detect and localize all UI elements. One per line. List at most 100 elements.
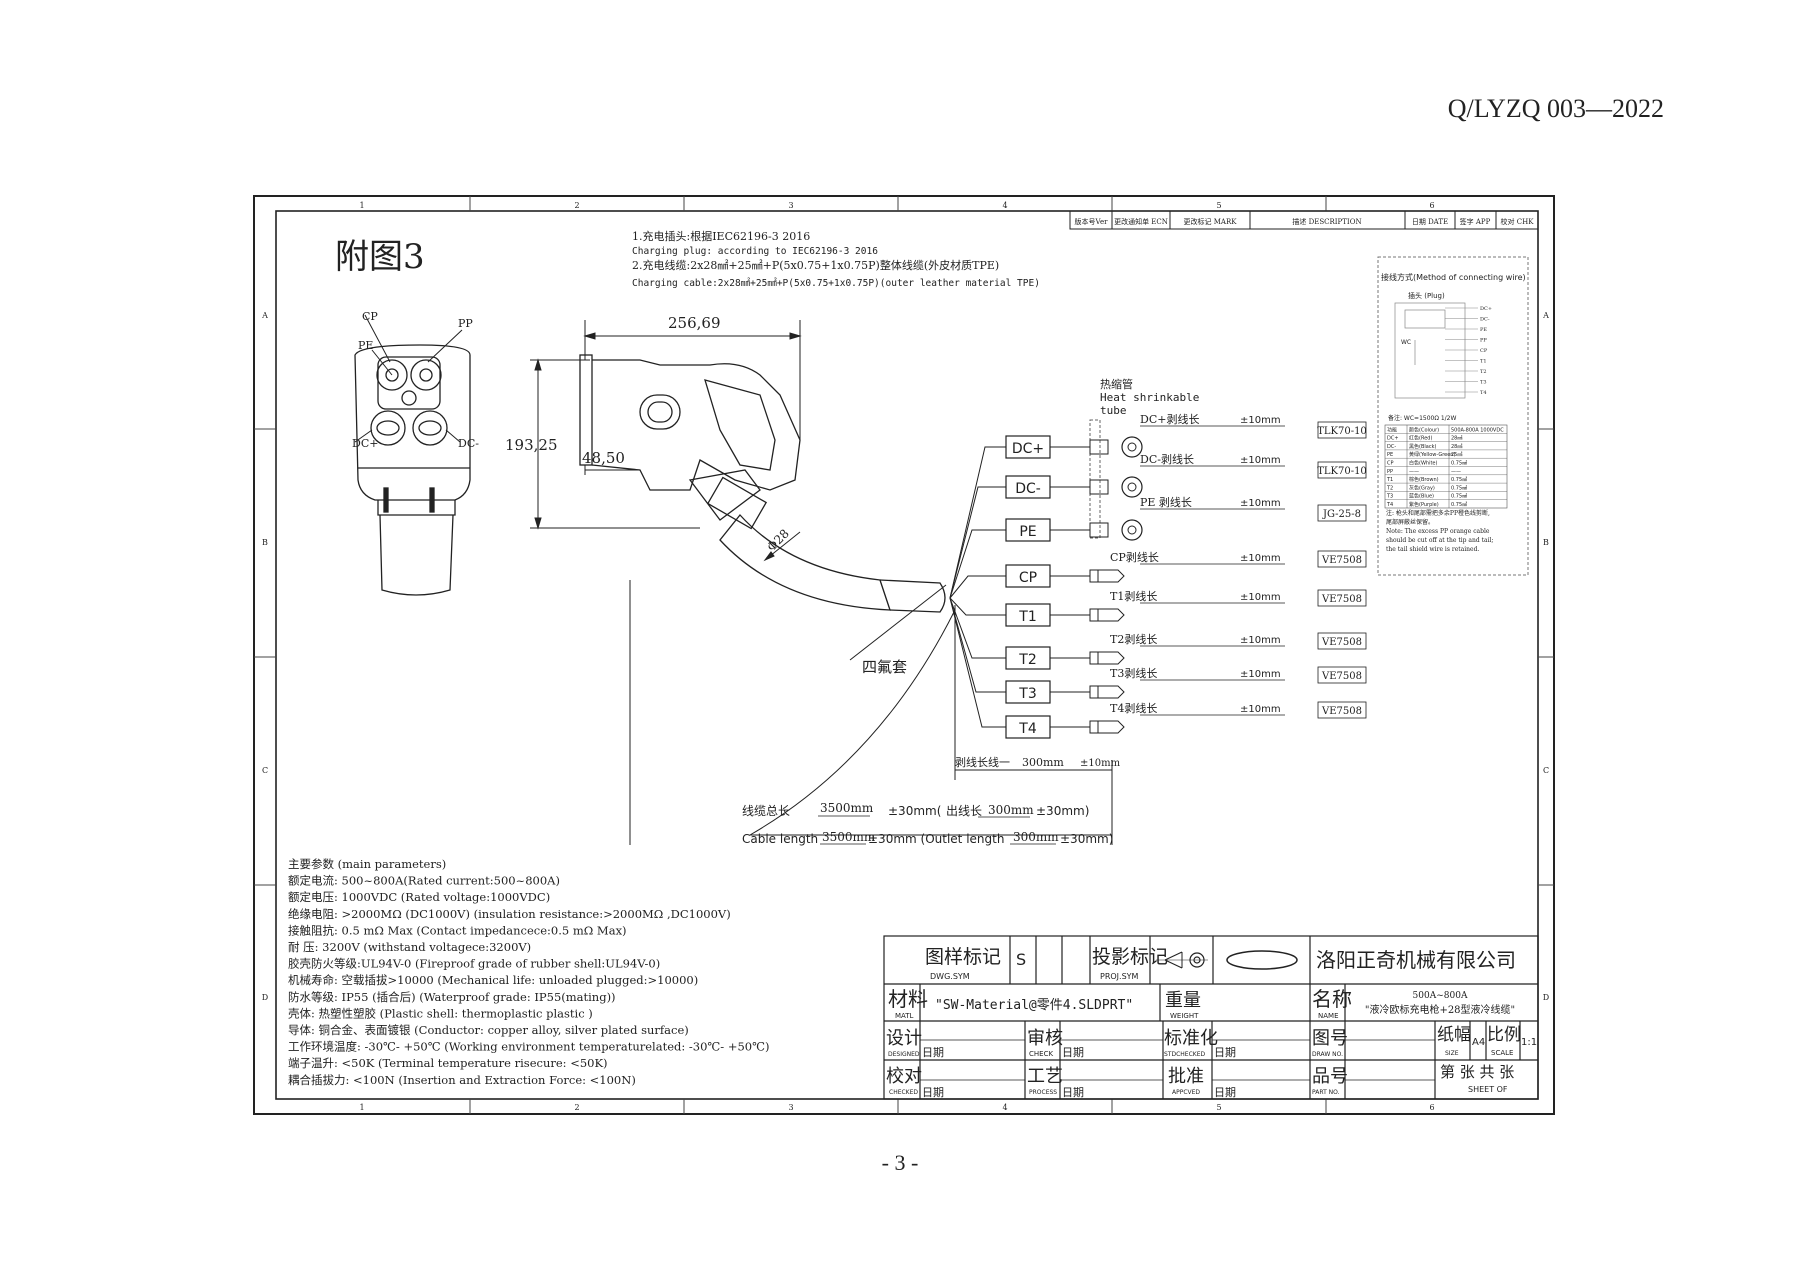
wire-strip-tol: ±10mm xyxy=(1240,592,1281,603)
wire-strip-label: T4剥线长 xyxy=(1110,701,1157,715)
plug-front-view xyxy=(354,314,471,596)
zone-col-4-bottom: 4 xyxy=(1002,1103,1007,1112)
size-cn: 纸幅 xyxy=(1437,1025,1471,1045)
wire-t2: T2 T2剥线长 ±10mm VE7508 xyxy=(1005,632,1367,670)
wiring-pin-6: T2 xyxy=(1480,369,1487,375)
zone-col-2: 2 xyxy=(574,201,579,210)
heat-shrink-label-cn: 热缩管 xyxy=(1100,377,1133,391)
wire-strip-label: CP剥线长 xyxy=(1110,550,1159,564)
wiring-table-cell: DC+ xyxy=(1387,436,1399,442)
zone-row-b-right: B xyxy=(1543,538,1549,547)
wiring-pin-4: CP xyxy=(1480,348,1488,354)
checked-date: 日期 xyxy=(922,1086,944,1099)
wiring-box-wc: WC xyxy=(1401,339,1411,346)
revision-table: 版本号Ver 更改通知单 ECN 更改标记 MARK 描述 DESCRIPTIO… xyxy=(1069,210,1539,230)
outlet-length-cn-tol: ±30mm) xyxy=(1036,804,1089,818)
wire-strip-label: T2剥线长 xyxy=(1110,632,1157,646)
wire-label: T2 xyxy=(1018,652,1036,668)
checked-en: CHECKED xyxy=(889,1089,918,1096)
strip-length-label: 剥线长线一 xyxy=(955,755,1010,769)
wire-strip-label: T3剥线长 xyxy=(1110,666,1157,680)
wire-strip-label: PE 剥线长 xyxy=(1140,495,1192,509)
wiring-pin-1: DC- xyxy=(1480,317,1490,323)
dimension-lines xyxy=(530,320,802,845)
wiring-note-line: the tail shield wire is retained. xyxy=(1386,546,1479,553)
cable-length-cn-tol: ±30mm( xyxy=(888,804,941,818)
pin-label-dc-plus: DC+ xyxy=(352,437,378,450)
pin-label-pp: PP xyxy=(458,317,473,330)
ring-lug-hole xyxy=(1127,482,1137,492)
name-en: NAME xyxy=(1318,1012,1339,1020)
rev-header-ecn: 更改通知单 ECN xyxy=(1114,217,1168,226)
wire-list: DC+DC+剥线长±10mmTLK70-10DC-DC-剥线长±10mmTLK7… xyxy=(1005,412,1367,739)
wiring-table-cell: 0.75㎟ xyxy=(1451,460,1467,467)
wiring-table-header: 功能 xyxy=(1387,426,1397,433)
terminal-box xyxy=(1317,701,1367,719)
outlet-length-en-tol: ±30mm) xyxy=(1060,832,1113,846)
ferrule-tip xyxy=(1097,651,1125,665)
dim-width: 256,69 xyxy=(668,314,721,332)
company-name: 洛阳正奇机械有限公司 xyxy=(1316,948,1516,972)
wiring-pin-3: PP xyxy=(1480,338,1487,344)
wiring-table-cell: 28㎟ xyxy=(1451,443,1462,450)
wiring-table-cell: 蓝色(Blue) xyxy=(1409,493,1434,500)
main-param-line: 壳体: 热塑性塑胶 (Plastic shell: thermoplastic … xyxy=(288,1006,593,1020)
cable-length-en-value: 3500mm xyxy=(822,830,876,844)
ferrule-collar xyxy=(1089,685,1099,699)
terminal-code: VE7508 xyxy=(1321,637,1362,648)
rev-header-ver: 版本号Ver xyxy=(1075,217,1109,226)
lug-barrel xyxy=(1089,439,1109,455)
terminal-code: VE7508 xyxy=(1321,671,1362,682)
main-param-line: 端子温升: <50K (Terminal temperature risecur… xyxy=(288,1056,608,1070)
wiring-table-cell: T4 xyxy=(1386,502,1393,508)
wire-strip-label: T1剥线长 xyxy=(1110,589,1157,603)
zone-row-b: B xyxy=(262,538,268,547)
name-value-1: 500A~800A xyxy=(1413,991,1468,1001)
wiring-table-cell: T1 xyxy=(1386,477,1393,483)
pin-label-cp: CP xyxy=(362,310,378,323)
wiring-table-cell: 紫色(Purple) xyxy=(1409,501,1439,508)
wiring-table-cell: 白色(White) xyxy=(1409,460,1437,467)
weight-en: WEIGHT xyxy=(1170,1012,1199,1020)
terminal-box xyxy=(1317,589,1367,607)
heat-shrink-label-en: Heat shrinkable xyxy=(1100,391,1199,404)
wiring-table-cell: 28㎟ xyxy=(1451,435,1462,442)
approved-cn: 批准 xyxy=(1168,1066,1204,1087)
strip-length-tol: ±10mm xyxy=(1080,758,1121,769)
wire-strip-tol: ±10mm xyxy=(1240,498,1281,509)
wire-strip-label: DC-剥线长 xyxy=(1140,452,1194,466)
cable-length-cn-value: 3500mm xyxy=(820,801,874,815)
ferrule-collar xyxy=(1089,608,1099,622)
ferrule-tip xyxy=(1097,720,1125,734)
part-no-en: PART NO. xyxy=(1312,1089,1340,1096)
wire-label: T3 xyxy=(1018,686,1036,702)
cable-fanout xyxy=(748,446,1113,845)
strip-length-value: 300mm xyxy=(1022,756,1064,769)
weight-cn: 重量 xyxy=(1165,990,1201,1011)
ring-lug-hole xyxy=(1127,442,1137,452)
zone-col-3-bottom: 3 xyxy=(788,1103,793,1112)
note-2-en: Charging cable:2x28㎟+25㎟+P(5x0.75+1x0.75… xyxy=(632,278,1040,289)
zone-col-6-bottom: 6 xyxy=(1429,1103,1434,1112)
size-en: SIZE xyxy=(1445,1050,1459,1057)
wire-label: DC- xyxy=(1015,481,1041,497)
wire-label: PE xyxy=(1019,524,1036,540)
material-cn: 材料 xyxy=(888,987,928,1011)
wire-strip-label: DC+剥线长 xyxy=(1140,412,1199,426)
terminal-code: VE7508 xyxy=(1321,706,1362,717)
outlet-length-en-value: 300mm xyxy=(1013,830,1059,844)
wiring-box-plug: 插头 (Plug) xyxy=(1408,291,1445,300)
zone-col-1: 1 xyxy=(359,201,364,210)
dim-diameter: Φ28 xyxy=(764,526,792,554)
wiring-box-remark: 备注: WC=1500Ω 1/2W xyxy=(1388,414,1456,422)
part-no-cn: 品号 xyxy=(1312,1066,1348,1087)
ferrule-collar xyxy=(1089,720,1099,734)
figure-title: 附图3 xyxy=(335,237,425,277)
plug-side-view xyxy=(579,354,946,613)
wiring-table-cell: PP xyxy=(1387,469,1393,475)
wiring-table-cell: 0.75㎟ xyxy=(1451,484,1467,491)
wiring-note-line: should be cut off at the tip and tail; xyxy=(1386,537,1493,544)
wire-strip-tol: ±10mm xyxy=(1240,635,1281,646)
